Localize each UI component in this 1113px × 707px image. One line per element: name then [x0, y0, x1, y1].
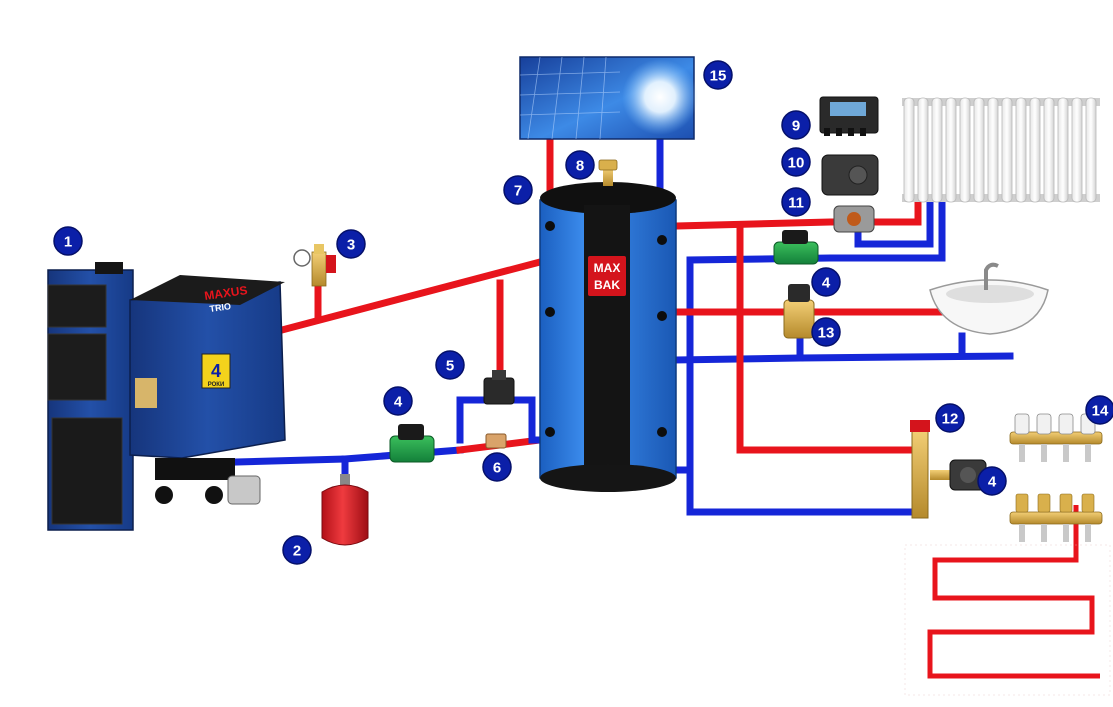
callout-label: 8 [576, 158, 584, 175]
underfloor-return-pipe [672, 466, 922, 516]
radiator-fin [1043, 97, 1055, 203]
tank-brand-line2: BAK [594, 278, 620, 292]
radiator-fin [1071, 97, 1083, 203]
callout-label: 9 [792, 118, 800, 135]
callout-badge-underfloor-mixing-unit: 12 [935, 403, 965, 433]
callout-label: 13 [818, 325, 835, 342]
pressure-gauge-icon [293, 249, 311, 267]
callout-badge-circulation-pump-underfloor: 4 [977, 466, 1007, 496]
radiator-fin [945, 97, 957, 203]
thermostatic-mixer [783, 284, 815, 339]
tank-brand-logo: MAX BAK [588, 256, 626, 296]
radiator-fin [1001, 97, 1013, 203]
floor-grid [904, 544, 1111, 696]
radiator-fin [959, 97, 971, 203]
radiator-return-pipe [686, 201, 946, 476]
callout-badge-thermostatic-valve: 5 [435, 350, 465, 380]
callout-label: 2 [293, 543, 301, 560]
circulation-pump-boiler [389, 424, 435, 463]
circulation-pump-underfloor [949, 459, 987, 491]
callout-label: 12 [942, 411, 959, 428]
callout-badge-actuator: 10 [781, 147, 811, 177]
radiator-fin [987, 97, 999, 203]
callout-badge-mixing-valve: 11 [781, 187, 811, 217]
callout-label: 11 [788, 195, 804, 212]
callout-label: 7 [514, 183, 522, 200]
manifold-cap [1014, 413, 1030, 435]
thermostatic-valve [483, 370, 515, 405]
qr-label [135, 378, 157, 408]
radiator-fin [931, 97, 943, 203]
callout-badge-check-valve: 6 [482, 452, 512, 482]
underfloor-mixing-unit [910, 420, 950, 519]
controller [819, 96, 879, 136]
callout-label: 4 [822, 275, 831, 292]
callout-label: 4 [394, 394, 403, 411]
callout-badge-solar-panel: 15 [703, 60, 733, 90]
manifold [1009, 413, 1103, 542]
callout-badge-thermostatic-mixer: 13 [811, 317, 841, 347]
tank-front-stripe [584, 205, 630, 489]
callout-badge-manifold: 14 [1085, 395, 1113, 425]
callout-badge-boiler: 1 [53, 226, 83, 256]
boiler-brand: MAXUS [203, 283, 248, 303]
callout-label: 6 [493, 460, 501, 477]
solar-panel [519, 56, 698, 140]
callout-label: 15 [710, 68, 727, 85]
radiator-fin [1057, 97, 1069, 203]
sink [929, 262, 1049, 335]
callout-badge-controller: 9 [781, 110, 811, 140]
callout-label: 3 [347, 237, 355, 254]
air-vent [598, 159, 618, 186]
callout-label: 10 [788, 155, 805, 172]
radiator-fin [973, 97, 985, 203]
warranty-number: 4 [211, 361, 221, 381]
boiler-supply-pipe [277, 257, 545, 335]
sun-icon [622, 59, 698, 135]
warranty-badge [201, 353, 231, 389]
callout-label: 14 [1092, 403, 1109, 420]
radiator-fin [1015, 97, 1027, 203]
manifold-cap [1036, 413, 1052, 435]
callout-badge-circulation-pump-boiler: 4 [383, 386, 413, 416]
radiator [902, 97, 1100, 203]
callout-label: 1 [64, 234, 72, 251]
check-valve [485, 433, 507, 449]
burner-motor [227, 475, 261, 505]
radiator-fin [1029, 97, 1041, 203]
safety-group [293, 244, 336, 287]
callout-badge-circulation-pump-radiator: 4 [811, 267, 841, 297]
callout-label: 4 [988, 474, 997, 491]
radiator-fin [903, 97, 915, 203]
warranty-word: РОКИ [208, 382, 225, 388]
manifold-cap [1058, 413, 1074, 435]
callout-badge-expansion-vessel: 2 [282, 535, 312, 565]
radiator-fin [917, 97, 929, 203]
mixing-return-pipe [854, 201, 934, 248]
boiler: MAXUS TRIO 4 РОКИ [47, 262, 286, 531]
radiator-fin [1085, 97, 1097, 203]
expansion-vessel [321, 474, 369, 546]
circulation-pump-radiator [773, 230, 819, 265]
actuator [821, 154, 879, 196]
tank-brand-line1: MAX [594, 261, 621, 275]
callout-badge-buffer-tank: 7 [503, 175, 533, 205]
pipes [232, 136, 1100, 679]
callout-label: 5 [446, 358, 454, 375]
buffer-tank: MAX BAK [539, 159, 677, 492]
callout-badge-air-vent: 8 [565, 150, 595, 180]
faucet-icon [984, 262, 999, 290]
boiler-model: TRIO [209, 301, 232, 314]
callout-badge-safety-group: 3 [336, 229, 366, 259]
mixing-valve [833, 205, 875, 233]
underfloor-heating-loop [927, 505, 1100, 679]
